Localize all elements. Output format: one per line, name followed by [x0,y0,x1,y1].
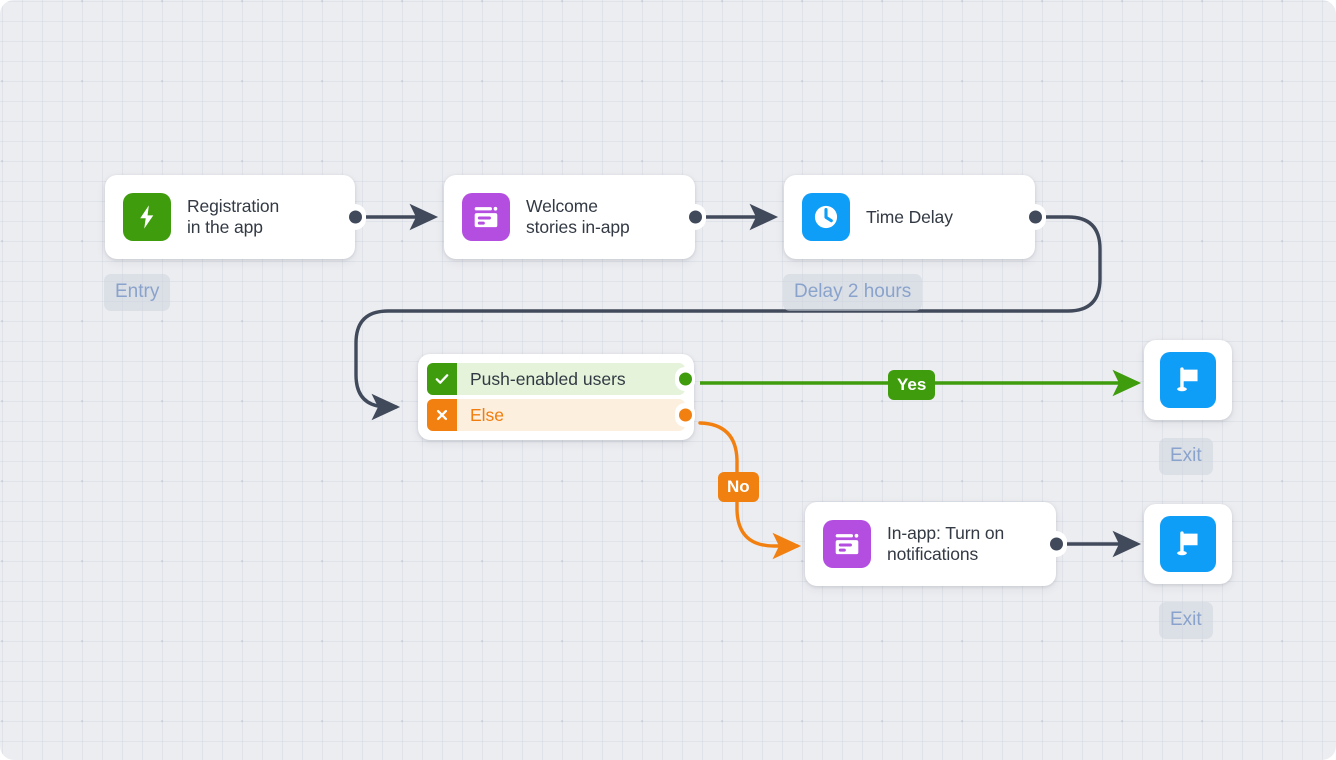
node-time-delay[interactable]: Time Delay [784,175,1046,259]
output-port-inapp-turn-on[interactable] [1049,537,1063,551]
in-app-stories-icon [823,520,871,568]
output-port-welcome-stories[interactable] [688,210,702,224]
cross-icon [427,399,457,431]
caption-exit-top: Exit [1159,438,1213,475]
caption-entry: Entry [104,274,171,311]
condition-row-label: Push-enabled users [470,368,626,389]
output-port-time-delay[interactable] [1028,210,1042,224]
node-registration-title: Registration in the app [187,196,280,237]
node-registration[interactable]: Registration in the app [105,175,366,259]
in-app-stories-icon [462,193,510,241]
caption-exit-bottom: Exit [1159,602,1213,639]
condition-row-push-enabled[interactable]: Push-enabled users [427,363,695,395]
edge-label-yes[interactable]: Yes [888,370,936,400]
node-welcome-stories-title: Welcome stories in-app [526,196,630,237]
output-port-condition-else[interactable] [678,408,692,422]
output-port-registration[interactable] [348,210,362,224]
output-port-condition-yes[interactable] [678,372,692,386]
caption-delay: Delay 2 hours [783,274,923,311]
row-background [427,363,685,395]
node-exit-bottom[interactable] [1144,504,1232,584]
node-condition[interactable]: Push-enabled users Else [418,354,695,440]
condition-row-label: Else [470,404,505,425]
check-icon [427,363,457,395]
clock-icon [802,193,850,241]
row-background [427,399,685,431]
node-inapp-turn-on-title: In-app: Turn on notifications [887,523,1005,564]
node-time-delay-title: Time Delay [866,206,953,227]
condition-row-else[interactable]: Else [427,399,695,431]
flag-icon [1160,516,1216,572]
node-welcome-stories[interactable]: Welcome stories in-app [444,175,706,259]
lightning-bolt-icon [123,193,171,241]
edge-label-no[interactable]: No [718,472,759,502]
flag-icon [1160,352,1216,408]
node-inapp-turn-on-notifications[interactable]: In-app: Turn on notifications [805,502,1067,586]
node-exit-top[interactable] [1144,340,1232,420]
